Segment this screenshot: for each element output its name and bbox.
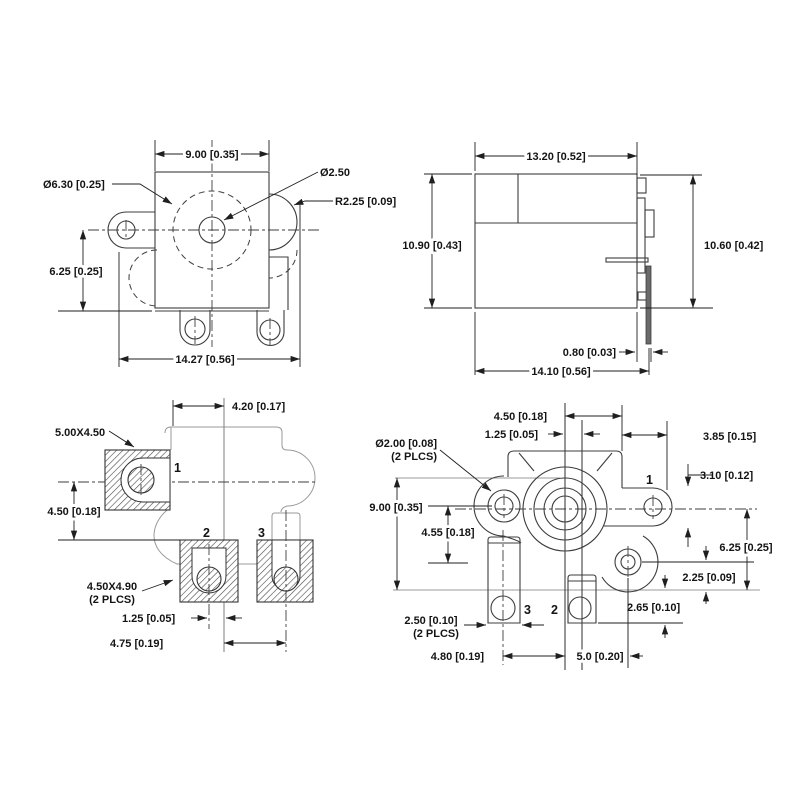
- bottom-view: 1 2 3 4.20 [0.17] 5.00X4.50 4.50 [0.18] …: [44, 398, 316, 652]
- front-left-tab: [107, 211, 155, 249]
- bottom-dim-row-gap: 4.50 [0.18]: [47, 506, 101, 518]
- top-cap-outline: [507, 450, 623, 488]
- top-pin3-tab: [487, 536, 521, 624]
- dim-top-width: 4.50 [0.18]: [494, 405, 623, 451]
- front-right-pin-upper: [269, 256, 289, 310]
- top-hole-dia: Ø2.00 [0.08]: [375, 438, 437, 450]
- top-barrel-outer: [522, 466, 608, 552]
- front-right-lobe: [268, 193, 298, 251]
- top-dim-ear-len: 3.85 [0.15]: [703, 431, 757, 443]
- front-dia-pin: Ø2.50: [320, 167, 350, 179]
- dim-top-pin2-offset: 1.25 [0.05]: [485, 429, 600, 441]
- dim-front-width-top: 9.00 [0.35]: [154, 140, 270, 171]
- dim-side-height-left: 10.90 [0.43]: [399, 173, 472, 309]
- dim-bottom-offset-center: 4.20 [0.17]: [172, 400, 286, 426]
- front-view: 9.00 [0.35] Ø6.30 [0.25] Ø2.50 R2.25 [0.…: [43, 140, 396, 369]
- dim-top-mid: 4.55 [0.18]: [418, 506, 478, 564]
- dim-bottom-pad1-size: 5.00X4.50: [55, 427, 135, 448]
- bottom-pin2-label: 2: [203, 526, 210, 540]
- bottom-dim-pin3-offset: 4.75 [0.19]: [110, 638, 164, 650]
- side-vertical-plate: [645, 265, 652, 345]
- bottom-pad23-size: 4.50X4.90: [87, 581, 137, 593]
- bottom-pin3-label: 3: [258, 526, 265, 540]
- side-dim-height-left: 10.90 [0.43]: [402, 240, 462, 252]
- bottom-pin1-label: 1: [174, 461, 181, 475]
- front-pin-left: [179, 310, 211, 346]
- bottom-body-outline: [164, 426, 316, 513]
- top-pin-width-qty: (2 PLCS): [413, 628, 459, 640]
- front-center-pin-circle: [198, 216, 226, 244]
- front-left-hidden-lobe: [128, 249, 158, 307]
- top-dim-pin2-offset: 1.25 [0.05]: [485, 429, 539, 441]
- dim-top-ear-height: 3.10 [0.12]: [684, 464, 754, 547]
- dim-side-pin-gap: 0.80 [0.03]: [563, 312, 668, 362]
- top-right-ear: [603, 487, 673, 527]
- top-dim-mid: 4.55 [0.18]: [421, 527, 475, 539]
- front-pin-right: [256, 310, 285, 347]
- front-dim-width-top: 9.00 [0.35]: [185, 149, 239, 161]
- bottom-pad1-size: 5.00X4.50: [55, 427, 105, 439]
- dim-side-height-right: 10.60 [0.42]: [640, 174, 764, 309]
- front-barrel-hidden-circle: [172, 190, 252, 270]
- side-terminal-tab-top: [636, 177, 647, 194]
- side-dim-height-right: 10.60 [0.42]: [704, 240, 764, 252]
- front-radius-side: R2.25 [0.09]: [335, 196, 396, 208]
- side-dim-width-bottom: 14.10 [0.56]: [531, 366, 591, 378]
- top-dim-ear-height: 3.10 [0.12]: [700, 470, 754, 482]
- side-dim-width-top: 13.20 [0.52]: [526, 151, 586, 163]
- front-dia-body: Ø6.30 [0.25]: [43, 179, 105, 191]
- dim-top-pin-width: 2.50 [0.10] (2 PLCS): [404, 615, 544, 640]
- top-pin1-label: 1: [646, 473, 653, 487]
- dim-side-width-bottom: 14.10 [0.56]: [474, 312, 650, 381]
- top-dim-pin-ext: 2.65 [0.10]: [627, 602, 681, 614]
- bottom-dim-offset-center: 4.20 [0.17]: [232, 401, 286, 413]
- dim-top-right-height: 6.25 [0.25]: [716, 509, 776, 590]
- dim-top-hole-dia: Ø2.00 [0.08] (2 PLCS): [375, 438, 492, 492]
- top-pin-width: 2.50 [0.10]: [404, 615, 458, 627]
- dim-top-body-width: 9.00 [0.35]: [366, 478, 426, 590]
- top-barrel-pin: [551, 495, 579, 523]
- dim-bottom-pin3-offset: 4.75 [0.19]: [110, 638, 286, 650]
- dim-top-pin-ext: 2.65 [0.10]: [627, 575, 681, 638]
- dim-bottom-row-gap: 4.50 [0.18]: [44, 482, 180, 541]
- side-shaft-bump: [644, 209, 655, 238]
- dim-top-pin2-x: 5.0 [0.20]: [573, 648, 643, 666]
- dim-bottom-pin2-offset: 1.25 [0.05]: [122, 613, 242, 625]
- top-dim-width: 4.50 [0.18]: [494, 411, 548, 423]
- bottom-dim-pin2-offset: 1.25 [0.05]: [122, 613, 176, 625]
- dim-bottom-pad23-size: 4.50X4.90 (2 PLCS): [87, 579, 174, 606]
- front-right-hidden-arc: [268, 249, 298, 279]
- side-middle-pin: [605, 257, 649, 263]
- dim-top-ear-len: 3.85 [0.15]: [622, 421, 757, 490]
- dim-front-height: 6.25 [0.25]: [46, 230, 152, 312]
- dim-top-pin3-x: 4.80 [0.19]: [431, 651, 565, 663]
- dim-front-dia-pin: Ø2.50: [223, 167, 350, 221]
- dim-front-width-bottom: 14.27 [0.56]: [118, 205, 301, 369]
- front-dim-width-bottom: 14.27 [0.56]: [175, 354, 235, 366]
- top-lug-outline: [601, 535, 659, 593]
- top-pin2-tab: [567, 574, 597, 624]
- top-dim-lug: 2.25 [0.09]: [682, 572, 736, 584]
- front-dim-height: 6.25 [0.25]: [49, 266, 103, 278]
- dim-side-width-top: 13.20 [0.52]: [474, 142, 638, 175]
- side-view: 13.20 [0.52] 10.90 [0.43] 10.60 [0.42] 0…: [399, 142, 764, 381]
- dim-top-lug: 2.25 [0.09]: [679, 546, 739, 604]
- top-dim-pin3-x: 4.80 [0.19]: [431, 651, 485, 663]
- top-pin2-label: 2: [551, 603, 558, 617]
- top-dim-body-width: 9.00 [0.35]: [369, 502, 423, 514]
- top-dim-right-height: 6.25 [0.25]: [719, 542, 773, 554]
- dim-front-dia-body: Ø6.30 [0.25]: [43, 179, 173, 205]
- bottom-pad23-qty: (2 PLCS): [89, 594, 135, 606]
- side-body-outline: [474, 173, 638, 309]
- top-view: 1 2 3 4.50 [0.18] 1.25 [0.05] Ø2.00 [0.0…: [366, 403, 776, 670]
- dim-front-radius-side: R2.25 [0.09]: [293, 196, 396, 208]
- top-pin3-label: 3: [524, 603, 531, 617]
- top-dim-pin2-x: 5.0 [0.20]: [576, 651, 623, 663]
- top-hole-qty: (2 PLCS): [391, 451, 437, 463]
- side-dim-pin-gap: 0.80 [0.03]: [563, 347, 617, 359]
